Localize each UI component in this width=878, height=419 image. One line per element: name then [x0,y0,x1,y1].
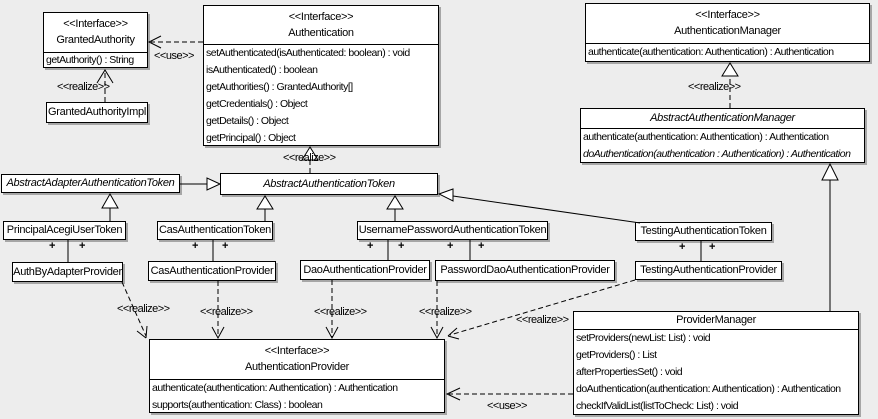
class-name: ProviderManager [676,314,756,326]
class-name: AbstractAuthenticationToken [263,178,395,190]
method: supports(authentication: Class) : boolea… [152,399,323,411]
stereotype-label: <<Interface>> [288,11,354,23]
use-label: <<use>> [487,400,527,412]
assoc-plus: + [192,240,199,252]
methods-compartment: getAuthority() : String [44,52,147,67]
method: getDetails() : Object [206,115,289,127]
class-casauthenticationtoken: CasAuthenticationToken [157,221,273,240]
method: getProviders() : List [576,349,657,361]
class-authbyadapterprovider: AuthByAdapterProvider [12,262,123,282]
class-principalacegiusertoken: PrincipalAcegiUserToken [3,221,126,240]
realize-label: <<realize>> [57,81,110,93]
method: doAuthentication(authentication : Authen… [583,148,851,160]
class-title: AbstractAuthenticationManager [581,109,864,128]
class-name: AbstractAdapterAuthenticationToken [6,177,175,189]
class-title: <<Interface>> AuthenticationProvider [150,340,444,379]
class-name: PrincipalAcegiUserToken [6,224,123,236]
method: getAuthority() : String [46,54,134,66]
stereotype-label: <<Interface>> [695,9,760,21]
methods-compartment: setAuthenticated(isAuthenticated: boolea… [204,44,438,147]
use-label: <<use>> [154,50,194,62]
edge-gen-usernamepasswordtoken [386,195,404,221]
class-name: AuthenticationManager [674,25,781,37]
method: setAuthenticated(isAuthenticated: boolea… [206,47,410,59]
class-abstractauthenticationtoken: AbstractAuthenticationToken [220,173,438,195]
method: setProviders(newList: List) : void [576,332,711,344]
class-authenticationprovider: <<Interface>> AuthenticationProvider aut… [149,339,445,413]
class-grantedauthority: <<Interface>> GrantedAuthority getAuthor… [43,12,148,68]
stereotype-label: <<Interface>> [63,18,128,30]
class-name: AuthByAdapterProvider [13,266,122,278]
class-testingauthenticationprovider: TestingAuthenticationProvider [635,261,782,280]
edge-gen-testingtoken [437,188,641,224]
edge-gen-abstractadapter-abstracttoken [180,177,222,191]
assoc-plus: + [478,240,485,252]
methods-compartment: authenticate(authentication: Authenticat… [581,128,864,163]
realize-label: <<realize>> [200,306,253,318]
class-name: TestingAuthenticationToken [640,225,767,237]
class-authentication: <<Interface>> Authentication setAuthenti… [203,5,439,146]
method: getCredentials() : Object [206,98,308,110]
class-name: CasAuthenticationToken [158,224,272,236]
class-name: AbstractAuthenticationManager [650,112,795,124]
class-daoauthenticationprovider: DaoAuthenticationProvider [300,260,430,280]
edge-use-authentication-grantedauthority [147,35,203,49]
methods-compartment: authenticate(authentication: Authenticat… [586,43,869,61]
assoc-plus: + [79,240,86,252]
realize-label: <<realize>> [314,306,367,318]
class-name: GrantedAuthority [56,34,135,46]
method: doAuthentication(authentication: Authent… [576,383,841,395]
class-name: GrantedAuthorityImpl [48,106,146,118]
assoc-plus: + [709,241,716,253]
class-name: DaoAuthenticationProvider [303,264,427,276]
realize-label: <<realize>> [117,303,170,315]
realize-label: <<realize>> [419,306,472,318]
assoc-plus: + [447,240,454,252]
edge-gen-principalacegi [101,192,119,221]
class-abstractadapterauthenticationtoken: AbstractAdapterAuthenticationToken [1,174,180,193]
edge-gen-providermanager [821,162,839,311]
assoc-plus: + [222,240,229,252]
assoc-plus: + [367,240,374,252]
realize-label: <<realize>> [688,81,741,93]
class-casauthenticationprovider: CasAuthenticationProvider [148,261,276,281]
class-name: AuthenticationProvider [244,361,350,373]
assoc-plus: + [679,241,686,253]
class-passworddaoauthenticationprovider: PasswordDaoAuthenticationProvider [435,260,615,281]
method: checkIfValidList(listToCheck: List) : vo… [576,400,739,412]
class-name: TestingAuthenticationProvider [640,264,777,276]
method: isAuthenticated() : boolean [206,64,318,76]
class-name: PasswordDaoAuthenticationProvider [440,264,610,276]
class-usernamepasswordauthenticationtoken: UsernamePasswordAuthenticationToken [357,221,548,240]
methods-compartment: setProviders(newList: List) : void getPr… [574,329,858,415]
method: authenticate(authentication: Authenticat… [583,131,829,143]
class-title: <<Interface>> GrantedAuthority [44,13,147,52]
class-title: <<Interface>> AuthenticationManager [586,4,869,43]
class-name: UsernamePasswordAuthenticationToken [358,224,547,236]
class-title: ProviderManager [574,312,858,329]
class-providermanager: ProviderManager setProviders(newList: Li… [573,311,859,415]
edge-use-providermanager-authenticationprovider [445,387,573,401]
edge-gen-castoken [256,195,274,221]
class-abstractauthenticationmanager: AbstractAuthenticationManager authentica… [580,108,865,163]
stereotype-label: <<Interface>> [264,345,330,357]
class-grantedauthorityimpl: GrantedAuthorityImpl [46,102,148,123]
method: getPrincipal() : Object [206,132,296,144]
class-authenticationmanager: <<Interface>> AuthenticationManager auth… [585,3,870,62]
method: authenticate(authentication: Authenticat… [152,382,398,394]
methods-compartment: authenticate(authentication: Authenticat… [150,379,444,414]
assoc-plus: + [398,240,405,252]
realize-label: <<realize>> [516,314,569,326]
method: authenticate(authentication: Authenticat… [588,46,834,58]
class-title: <<Interface>> Authentication [204,6,438,44]
class-name: CasAuthenticationProvider [150,265,274,277]
class-name: Authentication [288,27,354,39]
assoc-plus: + [49,240,56,252]
class-testingauthenticationtoken: TestingAuthenticationToken [635,222,772,241]
method: getAuthorities() : GrantedAuthority[] [206,81,353,93]
realize-label: <<realize>> [283,152,336,164]
method: afterPropertiesSet() : void [576,366,683,378]
